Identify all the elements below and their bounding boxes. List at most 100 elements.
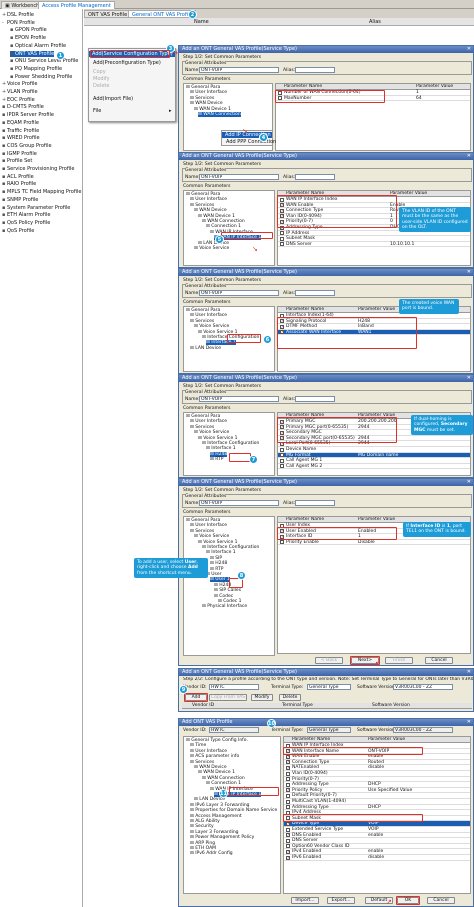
tree-item[interactable]: ▪ONU Service Level Profile xyxy=(10,58,78,64)
name-input[interactable]: ONT-VOIP xyxy=(199,290,279,296)
add-button[interactable]: Add xyxy=(185,694,207,701)
close-icon[interactable]: ✕ xyxy=(466,153,471,159)
tree-node[interactable]: ⊟ Interface Configuration xyxy=(202,545,259,550)
checkbox[interactable] xyxy=(278,96,282,101)
finish-button[interactable]: Finish xyxy=(385,657,413,664)
checkbox[interactable]: ✓ xyxy=(286,833,290,838)
tree-node[interactable]: ⊟ Connection 1 xyxy=(206,224,241,229)
tree-item[interactable]: ▪MPLS TC Field Mapping Profile xyxy=(2,189,81,195)
checkbox[interactable]: ✓ xyxy=(286,849,290,854)
tree-node[interactable]: ⊟ Codec 1 xyxy=(218,599,242,604)
parameter-value[interactable]: WAN1 xyxy=(358,329,372,335)
checkbox[interactable]: ✓ xyxy=(280,203,284,208)
checkbox[interactable]: ✓ xyxy=(286,855,290,860)
checkbox[interactable] xyxy=(286,793,290,798)
checkbox[interactable]: ✓ xyxy=(280,319,284,324)
tree-item[interactable]: ▪GPON Profile xyxy=(10,27,47,33)
tree-node[interactable]: ⊟ Voice Service xyxy=(194,324,229,329)
tree-node[interactable]: ⊟ User Interface xyxy=(190,749,227,754)
checkbox[interactable]: ✓ xyxy=(280,208,284,213)
context-menu-item[interactable]: Delete xyxy=(93,83,110,89)
tree-node[interactable]: ⊟ Properties for Domain Name Service xyxy=(190,808,277,813)
checkbox[interactable]: ✓ xyxy=(280,219,284,224)
parameter-value[interactable]: disable xyxy=(368,765,385,771)
table-row[interactable]: ✓Secondary MGC port(0-65535)2944 xyxy=(278,436,470,442)
add-ip-connection-item[interactable]: Add IP Connection xyxy=(222,132,272,138)
parameter-value[interactable]: enable xyxy=(368,832,384,838)
checkbox[interactable] xyxy=(280,231,284,236)
default-button[interactable]: Default xyxy=(365,897,393,904)
parameter-value[interactable]: Disable xyxy=(358,539,375,545)
tree-item[interactable]: ▪D-CMTS Profile xyxy=(2,104,44,110)
checkbox[interactable]: ✓ xyxy=(280,441,284,446)
parameter-value[interactable]: enable xyxy=(368,754,384,760)
tree-node[interactable]: ⊟ IPv6 Addr Config xyxy=(190,851,233,856)
table-row[interactable]: Device Name xyxy=(278,447,470,453)
tree-node[interactable]: ⊟ General Para xyxy=(186,308,220,313)
parameter-value[interactable]: 1 xyxy=(416,90,419,95)
tree-node[interactable]: ⊟ Interface Configuration xyxy=(202,335,259,340)
tree-node[interactable]: ⊟ Voice Service 1 xyxy=(198,540,238,545)
checkbox[interactable]: ✓ xyxy=(280,419,284,424)
cancel-button[interactable]: Cancel xyxy=(427,897,455,904)
tree-node[interactable]: ⊟ Services xyxy=(190,203,214,208)
checkbox[interactable] xyxy=(286,827,290,832)
tree-node[interactable]: ⊟ Services xyxy=(190,760,214,765)
tree-node[interactable]: ⊟ Voice Service xyxy=(194,246,229,251)
tree-node[interactable]: ⊟ Layer 3 Forwarding xyxy=(190,830,239,835)
checkbox[interactable] xyxy=(286,771,290,776)
alias-input[interactable] xyxy=(295,500,335,506)
table-row[interactable]: Subnet Mask xyxy=(284,816,470,822)
name-input[interactable]: ONT-VOIP xyxy=(199,500,279,506)
terminal-type-select[interactable]: General Type xyxy=(307,727,351,733)
context-menu-item[interactable]: Copy xyxy=(93,69,106,75)
checkbox[interactable] xyxy=(280,540,284,545)
tree-item[interactable]: ▪ETH Alarm Profile xyxy=(2,212,50,218)
tree-item[interactable]: ▪Profile Set xyxy=(2,158,32,164)
tree-item[interactable]: ▪RAIO Profile xyxy=(2,181,36,187)
table-row[interactable]: ✓Secondary MGC xyxy=(278,430,470,436)
checkbox[interactable] xyxy=(280,313,284,318)
alias-input[interactable] xyxy=(295,290,335,296)
vendor-select[interactable]: HWTC xyxy=(209,727,259,733)
tree-node[interactable]: ⊟ LAN Device xyxy=(194,797,225,802)
tree-item[interactable]: ▪PQ Mapping Profile xyxy=(10,66,62,72)
checkbox[interactable]: ✓ xyxy=(286,788,290,793)
tree-node[interactable]: ⊟ Power Management Policy xyxy=(190,835,254,840)
tree-item[interactable]: ▪EQAM Profile xyxy=(2,120,39,126)
checkbox[interactable] xyxy=(280,523,284,528)
checkbox[interactable]: ✓ xyxy=(286,821,290,826)
tree-node[interactable]: ⊟ General Type Config Info. xyxy=(186,738,248,743)
tree-node[interactable]: ⊟ Interface Configuration xyxy=(202,441,259,446)
tree-node[interactable]: ⊟ Access Management xyxy=(190,814,242,819)
checkbox[interactable]: ✓ xyxy=(280,214,284,219)
tree-node[interactable]: ⊟ User Interface xyxy=(190,90,227,95)
table-row[interactable]: Priority(0-7) xyxy=(284,777,470,783)
checkbox[interactable] xyxy=(286,844,290,849)
software-version-select[interactable]: V3R003C00 - ZZ xyxy=(393,727,453,733)
parameter-value[interactable]: 1 xyxy=(390,213,393,219)
tree-node[interactable]: ⊟ User Interface xyxy=(190,313,227,318)
tree-node[interactable]: ⊟ Services xyxy=(190,529,214,534)
checkbox[interactable]: ✓ xyxy=(286,760,290,765)
tree-item[interactable]: +DSL Profile xyxy=(2,12,34,18)
tree-node[interactable]: ⊟ LAN Device xyxy=(190,346,221,351)
tree-node[interactable]: ⊟ RTP xyxy=(210,457,223,462)
checkbox[interactable]: ✓ xyxy=(280,324,284,329)
tree-node[interactable]: ⊟ ACS parameter info xyxy=(190,754,239,759)
tree-node[interactable]: ⊟ General Para xyxy=(186,85,220,90)
tree-item[interactable]: +VLAN Profile xyxy=(2,89,38,95)
tree-item[interactable]: ▪ACL Profile xyxy=(2,174,34,180)
tree-node[interactable]: ⊟ LAN Device xyxy=(198,241,229,246)
parameter-value[interactable]: 0 xyxy=(390,219,393,225)
tree-node[interactable]: ⊟ SIP Calles xyxy=(214,588,241,593)
tree-node[interactable]: ⊟ Interface 1 xyxy=(206,446,236,451)
name-input[interactable]: ONT-VOIP xyxy=(199,67,279,73)
checkbox[interactable]: ✓ xyxy=(280,225,284,230)
tree-item[interactable]: ▪System Parameter Profile xyxy=(2,205,70,211)
table-row[interactable]: Option60 Vendor Class ID xyxy=(284,844,470,850)
